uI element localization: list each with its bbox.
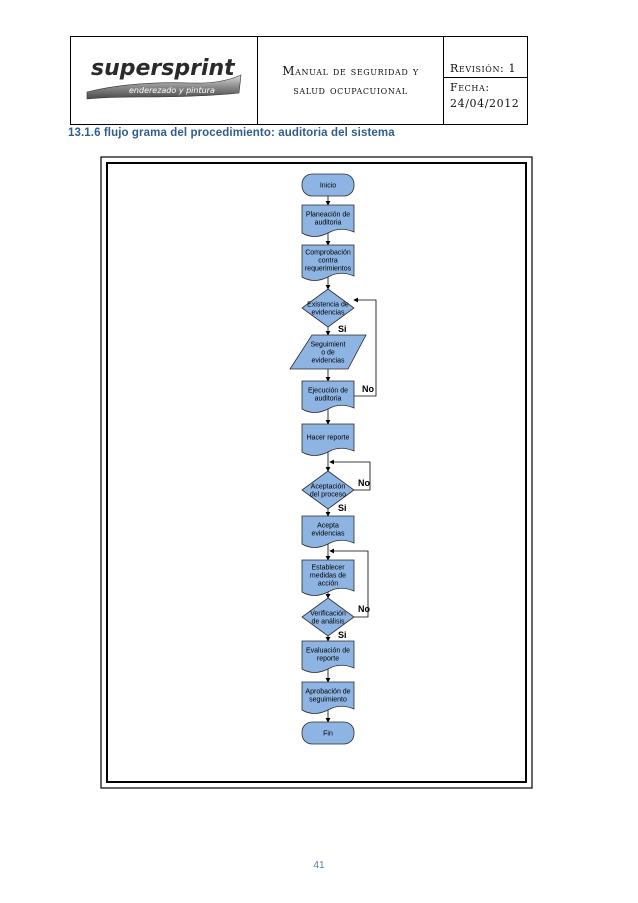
logo-brand-super: supersprint (91, 56, 236, 81)
flow-node-label-aceptacion: del proceso (310, 492, 346, 499)
flow-node-reporte: Hacer reporte (301, 423, 355, 456)
flow-node-fin: Fin (301, 721, 355, 745)
flow-node-shape-comprobacion (301, 244, 355, 281)
flow-node-label-inicio: Inicio (320, 183, 336, 190)
logo-cell: supersprint enderezado y pintura (70, 36, 258, 125)
section-heading: 13.1.6 flujo grama del procedimiento: au… (68, 127, 395, 139)
manual-title-line2: salud ocupacuional (293, 82, 408, 97)
branch-label-si-2: Si (338, 503, 347, 513)
flow-node-label-evaluacion: reporte (317, 656, 339, 663)
flow-node-shape-fin (301, 721, 355, 745)
flow-node-label-reporte: Hacer reporte (307, 435, 350, 442)
flow-node-label-verificacion: Verificación (310, 611, 346, 618)
flow-node-shape-seguimiento (289, 334, 367, 370)
flow-node-label-comprobacion: contra (318, 258, 338, 265)
branch-label-no-2: No (358, 478, 370, 488)
loop-no-aceptacion (329, 459, 371, 491)
flow-node-label-establecer: Establecer (311, 565, 345, 572)
flow-node-shape-verificacion (301, 597, 355, 637)
flow-node-shape-planeacion (301, 204, 355, 237)
flow-node-inicio: Inicio (301, 173, 355, 197)
flow-node-shape-evaluacion (301, 640, 355, 673)
date-label: Fecha: (450, 81, 490, 94)
loop-no-existencia (353, 297, 377, 397)
flow-node-label-ejecucion: auditoria (315, 396, 342, 403)
flow-node-label-fin: Fin (323, 731, 333, 738)
diagram-inner-frame (106, 162, 527, 783)
flow-node-label-aprobacion: seguimiento (309, 697, 347, 704)
manual-title-line1: Manual de seguridad y (282, 63, 419, 78)
flow-node-label-aceptacion: Aceptación (311, 484, 346, 491)
supersprint-logo: supersprint enderezado y pintura (86, 56, 242, 100)
branch-label-no-3: No (358, 604, 370, 614)
flow-node-shape-acepta (301, 515, 355, 548)
flow-node-shape-establecer (301, 559, 355, 596)
flow-node-label-acepta: evidencias (311, 531, 345, 538)
flow-node-shape-existencia (301, 288, 355, 328)
flow-node-label-seguimiento: Seguimient (310, 342, 345, 349)
flow-node-shape-aceptacion (301, 470, 355, 510)
branch-label-si-3: Si (338, 630, 347, 640)
date-cell: Fecha: 24/04/2012 (443, 77, 528, 125)
flow-node-shape-ejecucion (301, 380, 355, 413)
flow-node-label-ejecucion: Ejecución de (308, 388, 348, 395)
flow-node-label-seguimiento: evidencias (311, 358, 345, 365)
document-header: supersprint enderezado y pintura Manual … (70, 36, 528, 125)
flow-node-label-acepta: Acepta (317, 523, 339, 530)
flow-node-label-verificacion: de análisis (311, 619, 345, 626)
logo-tagline: enderezado y pintura (129, 86, 215, 95)
date-value: 24/04/2012 (450, 97, 520, 110)
flow-node-label-existencia: Existencia de (307, 302, 349, 309)
flow-node-label-planeacion: auditoria (315, 220, 342, 227)
flow-node-label-planeacion: Planeación de (306, 212, 350, 219)
flow-node-label-seguimiento: o de (321, 350, 335, 357)
flow-node-label-evaluacion: Evaluación de (306, 648, 350, 655)
flow-node-label-aprobacion: Aprobación de (305, 689, 350, 696)
flow-node-shape-inicio (301, 173, 355, 197)
branch-label-si-1: Si (338, 324, 347, 334)
loop-no-verificacion (329, 548, 369, 618)
branch-label-no-1: No (362, 384, 374, 394)
revision-text: Revisión: 1 (450, 62, 517, 75)
flow-node-label-establecer: acción (318, 581, 338, 588)
page-number: 41 (313, 860, 325, 871)
flow-node-label-comprobacion: requerimientos (305, 266, 352, 273)
manual-title-cell: Manual de seguridad y salud ocupacuional (257, 36, 444, 125)
flow-node-label-existencia: evidencias (311, 310, 345, 317)
flow-node-shape-reporte (301, 423, 355, 456)
flow-connectors (325, 196, 377, 723)
diagram-outer-frame (100, 156, 533, 789)
flow-node-label-comprobacion: Comprobación (305, 250, 351, 257)
flow-node-shape-aprobacion (301, 681, 355, 714)
flow-node-label-establecer: medidas de (310, 573, 346, 580)
